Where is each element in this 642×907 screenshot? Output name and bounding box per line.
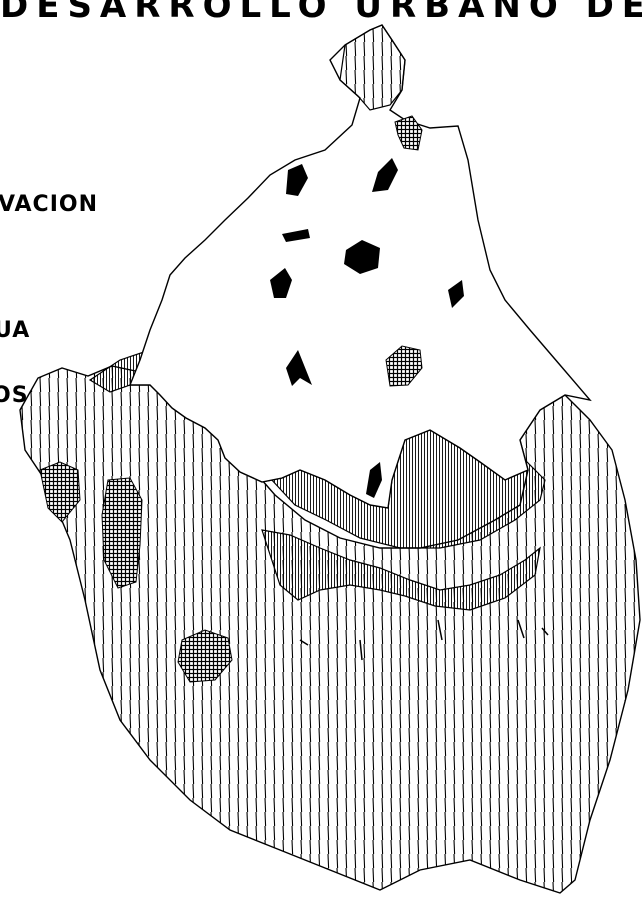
map-title: DESARROLLO URBANO DEL D.F. <box>0 0 642 26</box>
urban-fringe-patch <box>261 529 541 611</box>
black-blob-7 <box>286 350 312 386</box>
crosshatch-patch-north <box>394 115 423 151</box>
black-blob-4 <box>344 240 380 274</box>
black-blob-1 <box>286 164 308 196</box>
black-blob-2 <box>372 158 398 192</box>
legend-label-agua: UA <box>0 318 31 343</box>
black-blob-6 <box>448 280 464 308</box>
crosshatch-patch-west <box>39 461 81 523</box>
crosshatch-patch-center <box>385 345 423 387</box>
black-blob-5 <box>270 268 292 298</box>
north-tip-hatch <box>339 24 406 111</box>
crosshatch-patch-southwest <box>101 477 143 589</box>
crosshatch-patch-south <box>177 629 233 683</box>
legend-label-conservacion: VACION <box>0 192 99 217</box>
black-blob-3 <box>282 229 310 242</box>
small-mark-1 <box>299 619 549 661</box>
black-blob-8 <box>366 462 382 498</box>
